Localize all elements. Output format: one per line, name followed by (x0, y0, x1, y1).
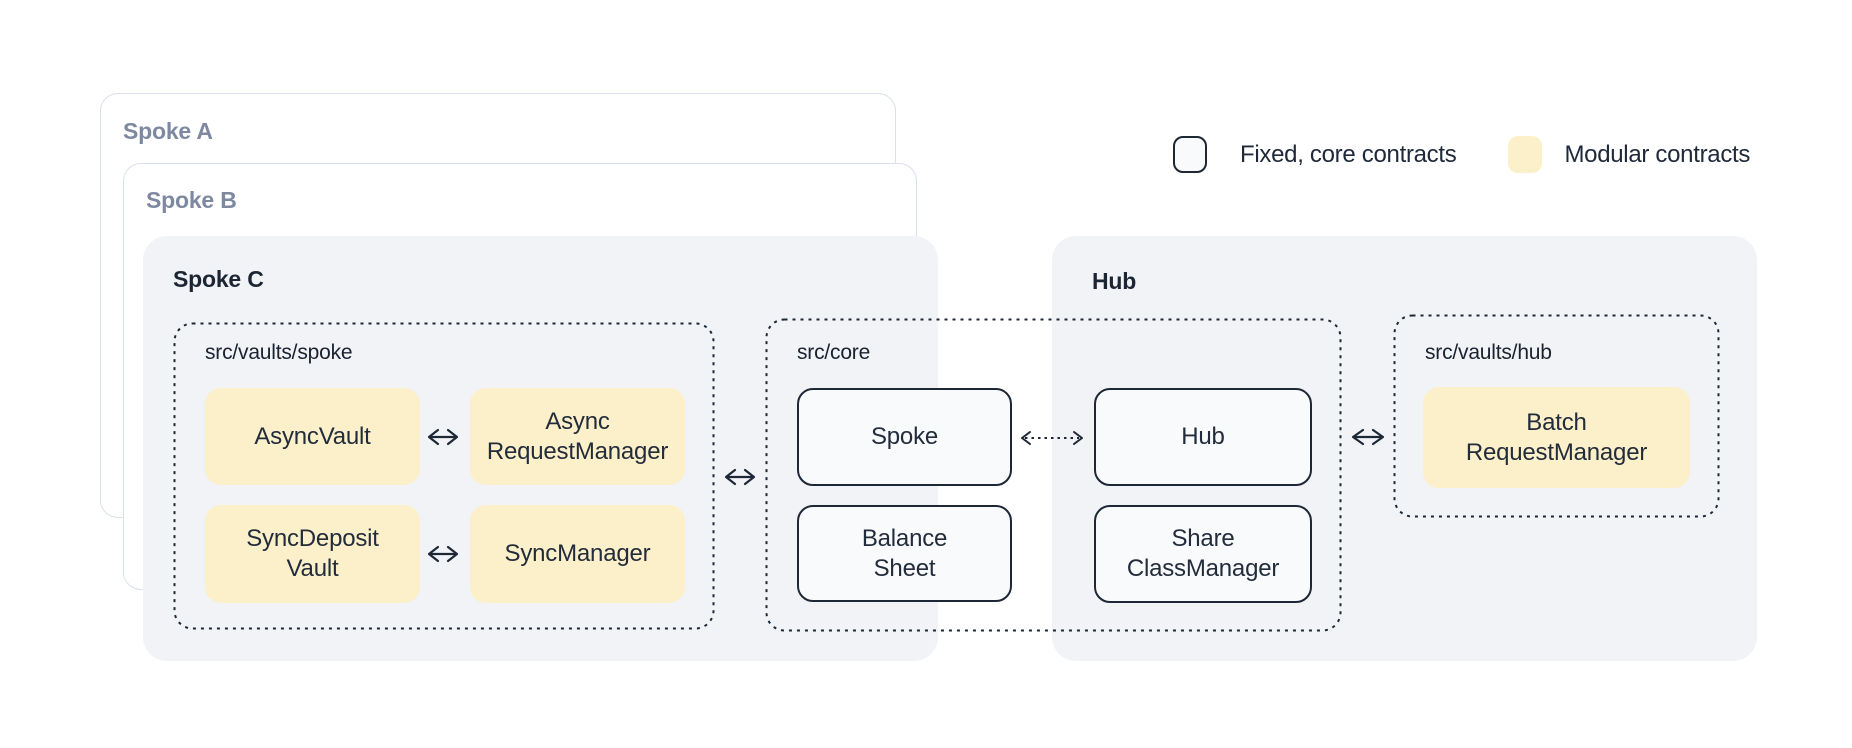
node-sync-deposit-vault: SyncDeposit Vault (205, 505, 420, 603)
node-async-request-manager: Async RequestManager (470, 388, 685, 485)
node-sync-manager: SyncManager (470, 505, 685, 603)
node-hub: Hub (1094, 388, 1312, 486)
group-src-core-label: src/core (797, 341, 871, 364)
container-spoke-b-title: Spoke B (146, 187, 237, 213)
group-src-core: src/core (765, 318, 1342, 632)
arrow-core-vaults-hub (1348, 426, 1388, 448)
group-src-vaults-spoke-label: src/vaults/spoke (205, 341, 353, 364)
dashed-border (173, 322, 715, 630)
node-async-vault: AsyncVault (205, 388, 420, 485)
arrow-spoke-hub-dotted (1016, 427, 1088, 449)
container-spoke-c-title: Spoke C (173, 266, 264, 292)
node-balance-sheet: Balance Sheet (797, 505, 1012, 602)
group-src-vaults-hub-label: src/vaults/hub (1425, 341, 1552, 364)
legend-label-modular: Modular contracts (1564, 140, 1751, 168)
dashed-border (765, 318, 1342, 632)
node-share-class-manager: Share ClassManager (1094, 505, 1312, 603)
node-spoke: Spoke (797, 388, 1012, 486)
arrow-syncdepositvault-syncmanager (424, 543, 462, 565)
dashed-border (1393, 314, 1720, 518)
fixed-core-swatch-icon (1173, 136, 1207, 173)
legend-label-fixed: Fixed, core contracts (1240, 140, 1457, 168)
arrow-asyncvault-asyncrequestmanager (424, 426, 462, 448)
modular-swatch-icon (1508, 136, 1543, 173)
group-src-vaults-hub: src/vaults/hub (1393, 314, 1720, 518)
container-spoke-a-title: Spoke A (123, 118, 213, 144)
legend: Fixed, core contracts Modular contracts (1173, 136, 1750, 173)
group-src-vaults-spoke: src/vaults/spoke (173, 322, 715, 630)
container-hub-title: Hub (1092, 268, 1137, 294)
node-batch-request-manager: Batch RequestManager (1423, 387, 1690, 488)
arrow-vaults-spoke-core (721, 466, 759, 488)
